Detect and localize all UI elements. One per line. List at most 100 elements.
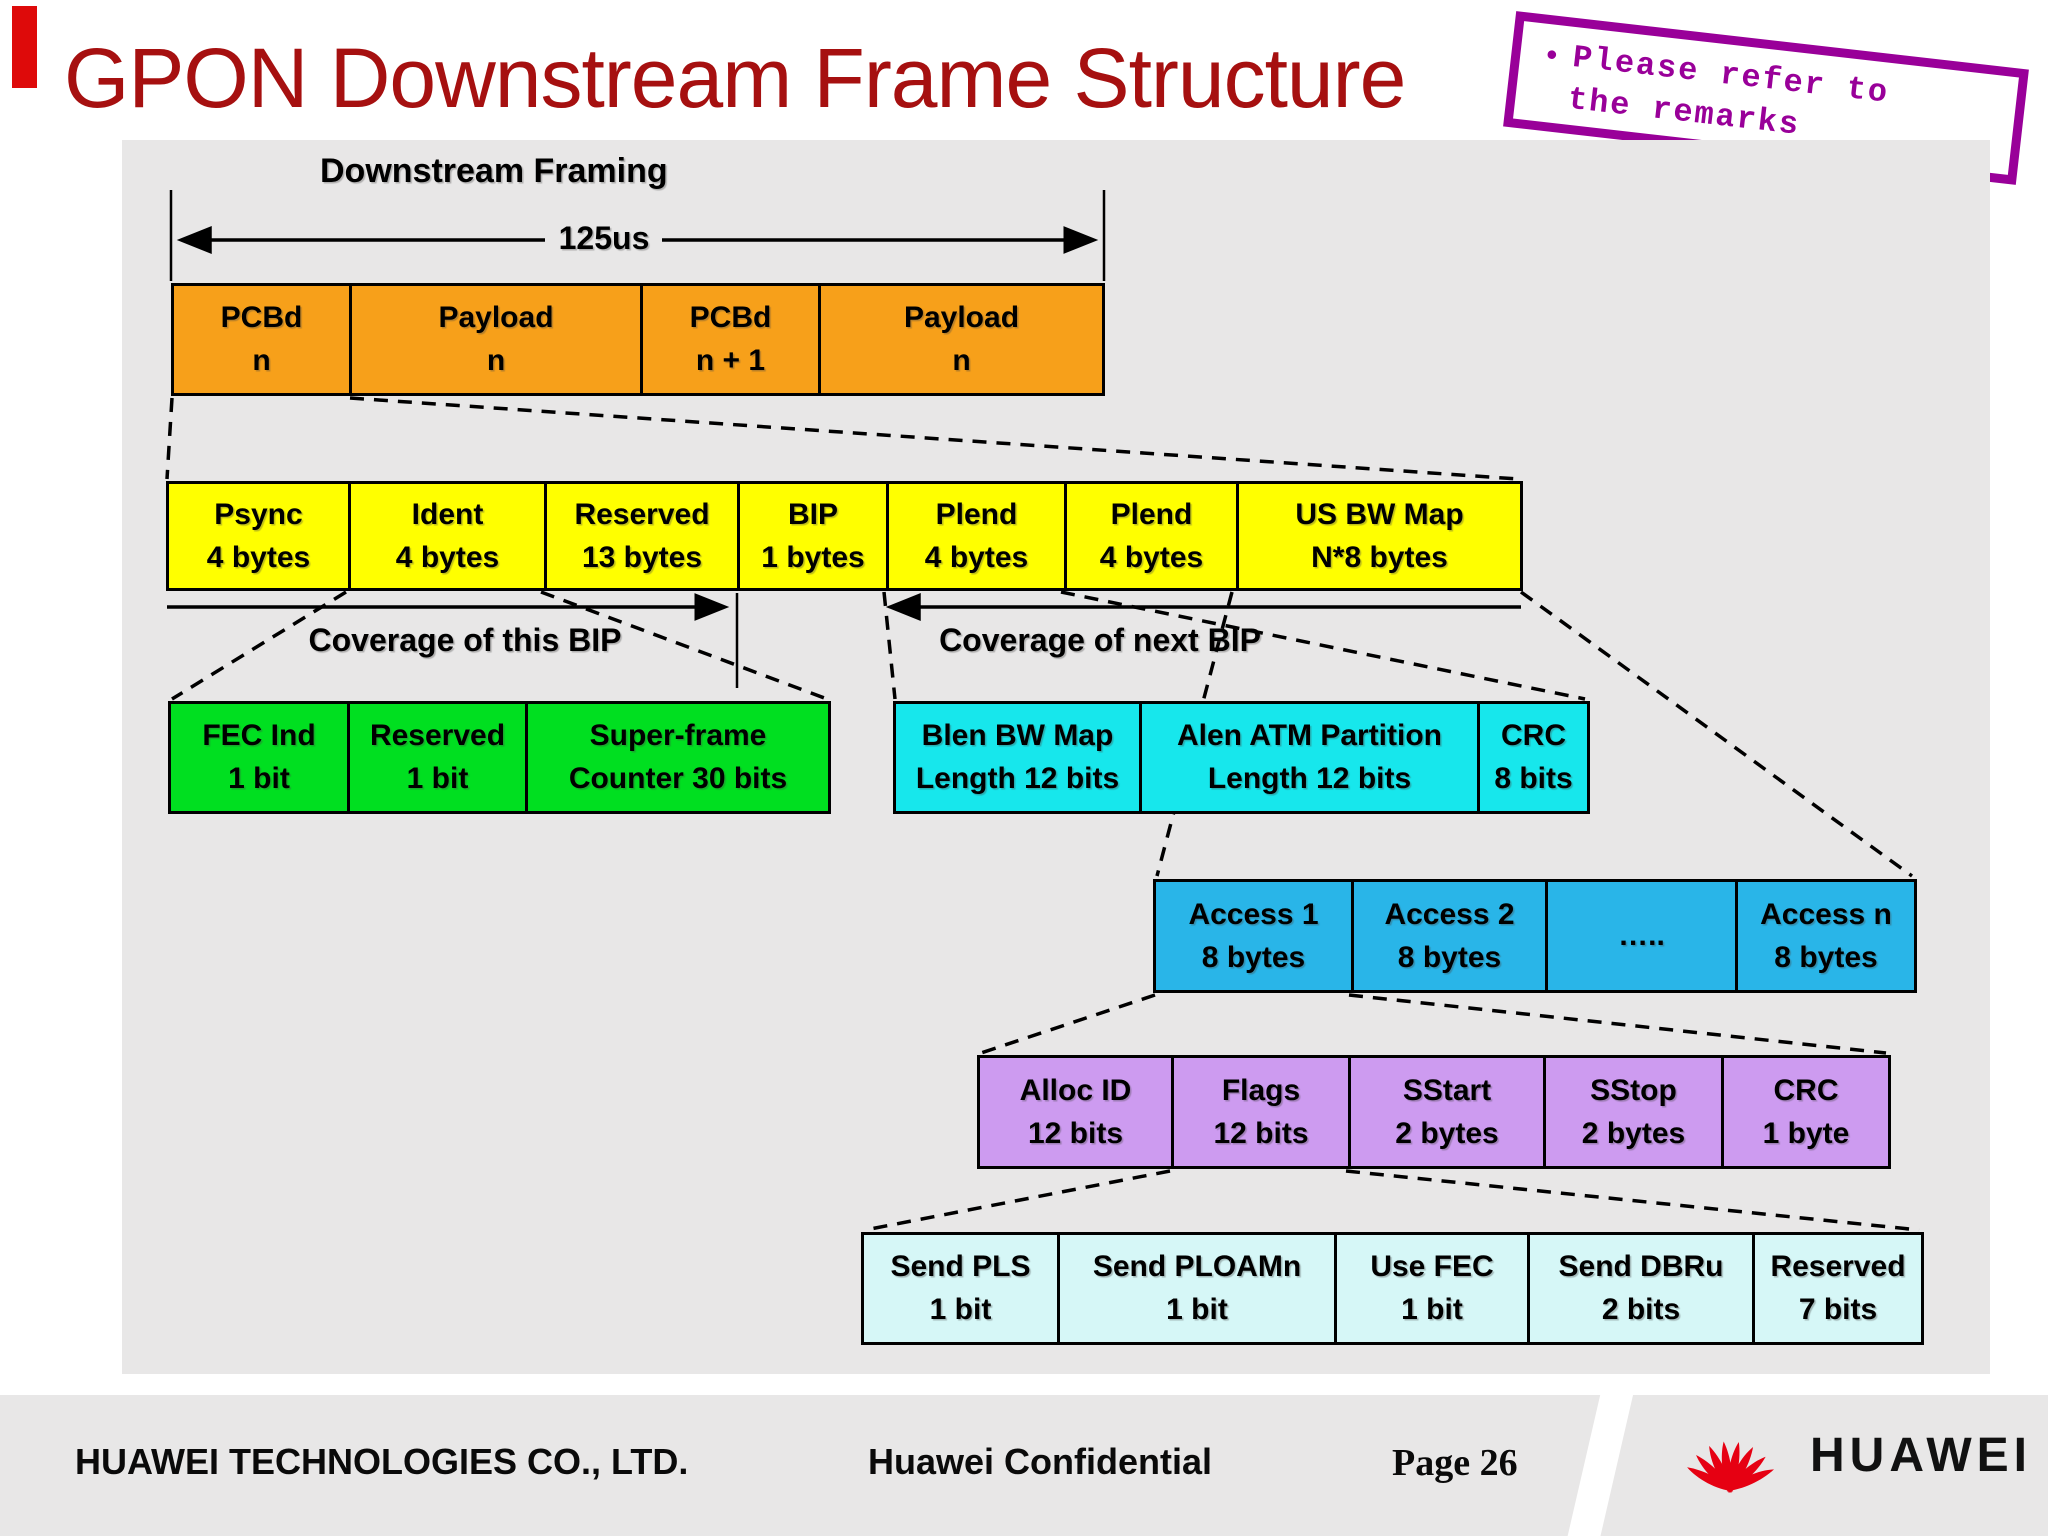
- cell-size: 4 bytes: [395, 540, 500, 574]
- cell-label: CRC: [1773, 1073, 1839, 1107]
- footer-page-number: Page 26: [1392, 1442, 1518, 1484]
- access-row: Alloc ID 12 bits Flags 12 bits SStart 2 …: [977, 1055, 1891, 1169]
- cell-size: 1 bit: [228, 762, 290, 795]
- cell-label: Reserved: [574, 497, 710, 531]
- cell-label: Flags: [1221, 1073, 1301, 1107]
- cell-payload-n: Payload n: [349, 286, 640, 393]
- cell-label: FEC Ind: [202, 719, 316, 752]
- cell-flags: Flags 12 bits: [1171, 1058, 1348, 1166]
- cell-label: Super-frame: [589, 719, 767, 752]
- frame-row: PCBd n Payload n PCBd n + 1 Payload n: [171, 283, 1105, 396]
- cell-us-bw-map: US BW Map N*8 bytes: [1236, 484, 1520, 588]
- cell-access-crc: CRC 1 byte: [1721, 1058, 1888, 1166]
- framing-label: Downstream Framing: [320, 152, 668, 190]
- cell-label: Alloc ID: [1019, 1073, 1132, 1107]
- cell-size: 2 bytes: [1581, 1116, 1686, 1150]
- cell-size: 1 bit: [1166, 1293, 1228, 1326]
- cell-size: N*8 bytes: [1311, 540, 1448, 574]
- bwmap-row: Access 1 8 bytes Access 2 8 bytes ….. Ac…: [1153, 879, 1917, 993]
- cell-size: 13 bytes: [581, 540, 703, 574]
- footer-divider: [1565, 1379, 1635, 1536]
- cell-size: 12 bits: [1213, 1116, 1309, 1150]
- cell-label: Psync: [214, 497, 303, 531]
- coverage-this-label: Coverage of this BIP: [308, 622, 622, 658]
- cell-label: …..: [1618, 919, 1665, 952]
- cell-label: Payload: [438, 301, 554, 334]
- cell-superframe-counter: Super-frame Counter 30 bits: [525, 704, 828, 811]
- page-title: GPON Downstream Frame Structure: [64, 31, 1406, 125]
- cell-size: 1 bit: [929, 1293, 992, 1326]
- cell-size: n: [952, 344, 971, 377]
- cell-bip: BIP 1 bytes: [737, 484, 886, 588]
- cell-psync: Psync 4 bytes: [169, 484, 348, 588]
- cell-label: Plend: [1110, 497, 1193, 531]
- cell-payload-n2: Payload n: [818, 286, 1102, 393]
- cell-size: 1 bit: [406, 762, 469, 795]
- cell-send-pls: Send PLS 1 bit: [864, 1235, 1057, 1342]
- cell-ident-reserved: Reserved 1 bit: [347, 704, 525, 811]
- cell-label: Reserved: [1770, 1250, 1906, 1283]
- cell-label: Plend: [935, 497, 1018, 531]
- cell-alloc-id: Alloc ID 12 bits: [980, 1058, 1171, 1166]
- cell-pcbd-n1: PCBd n + 1: [640, 286, 818, 393]
- footer-confidential: Huawei Confidential: [868, 1441, 1213, 1482]
- cell-label: Send DBRu: [1558, 1250, 1724, 1283]
- cell-size: 4 bytes: [1099, 540, 1204, 574]
- plend-row: Blen BW Map Length 12 bits Alen ATM Part…: [893, 701, 1590, 814]
- flags-row: Send PLS 1 bit Send PLOAMn 1 bit Use FEC…: [861, 1232, 1924, 1345]
- cell-label: Blen BW Map: [921, 719, 1114, 752]
- cell-label: SStop: [1590, 1073, 1677, 1107]
- cell-reserved: Reserved 13 bytes: [544, 484, 737, 588]
- cell-size: 1 byte: [1762, 1116, 1850, 1150]
- cell-label: Ident: [411, 497, 484, 531]
- cell-label: Use FEC: [1370, 1250, 1494, 1283]
- cell-size: 2 bytes: [1395, 1116, 1499, 1150]
- footer-company: HUAWEI TECHNOLOGIES CO., LTD.: [75, 1441, 689, 1482]
- cell-label: Reserved: [369, 719, 506, 752]
- corner-accent-bar: [12, 6, 37, 88]
- cell-size: 1 bytes: [761, 540, 865, 574]
- coverage-next-label: Coverage of next BIP: [939, 622, 1261, 658]
- cell-plend-2: Plend 4 bytes: [1064, 484, 1236, 588]
- cell-access-1: Access 1 8 bytes: [1156, 882, 1351, 990]
- cell-fec-ind: FEC Ind 1 bit: [171, 704, 347, 811]
- duration-label: 125us: [558, 220, 650, 256]
- cell-size: 8 bytes: [1774, 940, 1878, 974]
- cell-access-n: Access n 8 bytes: [1735, 882, 1914, 990]
- cell-label: BIP: [787, 497, 838, 531]
- cell-ident: Ident 4 bytes: [348, 484, 544, 588]
- cell-size: n: [486, 344, 506, 377]
- cell-size: n + 1: [695, 344, 766, 377]
- cell-size: 8 bits: [1494, 762, 1573, 795]
- cell-send-ploamn: Send PLOAMn 1 bit: [1057, 1235, 1334, 1342]
- cell-access-2: Access 2 8 bytes: [1351, 882, 1545, 990]
- cell-pcbd-n: PCBd n: [174, 286, 349, 393]
- cell-access-ellipsis: …..: [1545, 882, 1735, 990]
- cell-size: 12 bits: [1027, 1116, 1124, 1150]
- cell-flags-reserved: Reserved 7 bits: [1752, 1235, 1921, 1342]
- cell-use-fec: Use FEC 1 bit: [1334, 1235, 1527, 1342]
- cell-size: n: [252, 344, 271, 377]
- cell-plend-1: Plend 4 bytes: [886, 484, 1064, 588]
- cell-label: Send PLOAMn: [1092, 1250, 1302, 1283]
- cell-label: SStart: [1402, 1073, 1492, 1107]
- cell-size: 4 bytes: [206, 540, 311, 574]
- note-text: Please refer to the remarks: [1566, 37, 1891, 156]
- cell-label: Access 2: [1384, 897, 1515, 931]
- cell-sstop: SStop 2 bytes: [1543, 1058, 1721, 1166]
- cell-label: Alen ATM Partition: [1177, 719, 1442, 752]
- cell-size: 7 bits: [1798, 1293, 1878, 1326]
- cell-size: Length 12 bits: [1207, 762, 1412, 795]
- cell-label: Send PLS: [890, 1250, 1031, 1283]
- cell-plend-crc: CRC 8 bits: [1477, 704, 1587, 811]
- cell-label: Payload: [903, 301, 1020, 334]
- cell-blen-bw-map: Blen BW Map Length 12 bits: [896, 704, 1139, 811]
- cell-send-dbru: Send DBRu 2 bits: [1527, 1235, 1752, 1342]
- cell-size: 4 bytes: [924, 540, 1029, 574]
- footer: HUAWEI TECHNOLOGIES CO., LTD. Huawei Con…: [0, 1379, 2048, 1536]
- cell-label: Access n: [1760, 897, 1892, 931]
- huawei-flower-icon: [1687, 1441, 1775, 1494]
- note-bullet: •: [1544, 37, 1559, 72]
- cell-alen-atm-partition: Alen ATM Partition Length 12 bits: [1139, 704, 1477, 811]
